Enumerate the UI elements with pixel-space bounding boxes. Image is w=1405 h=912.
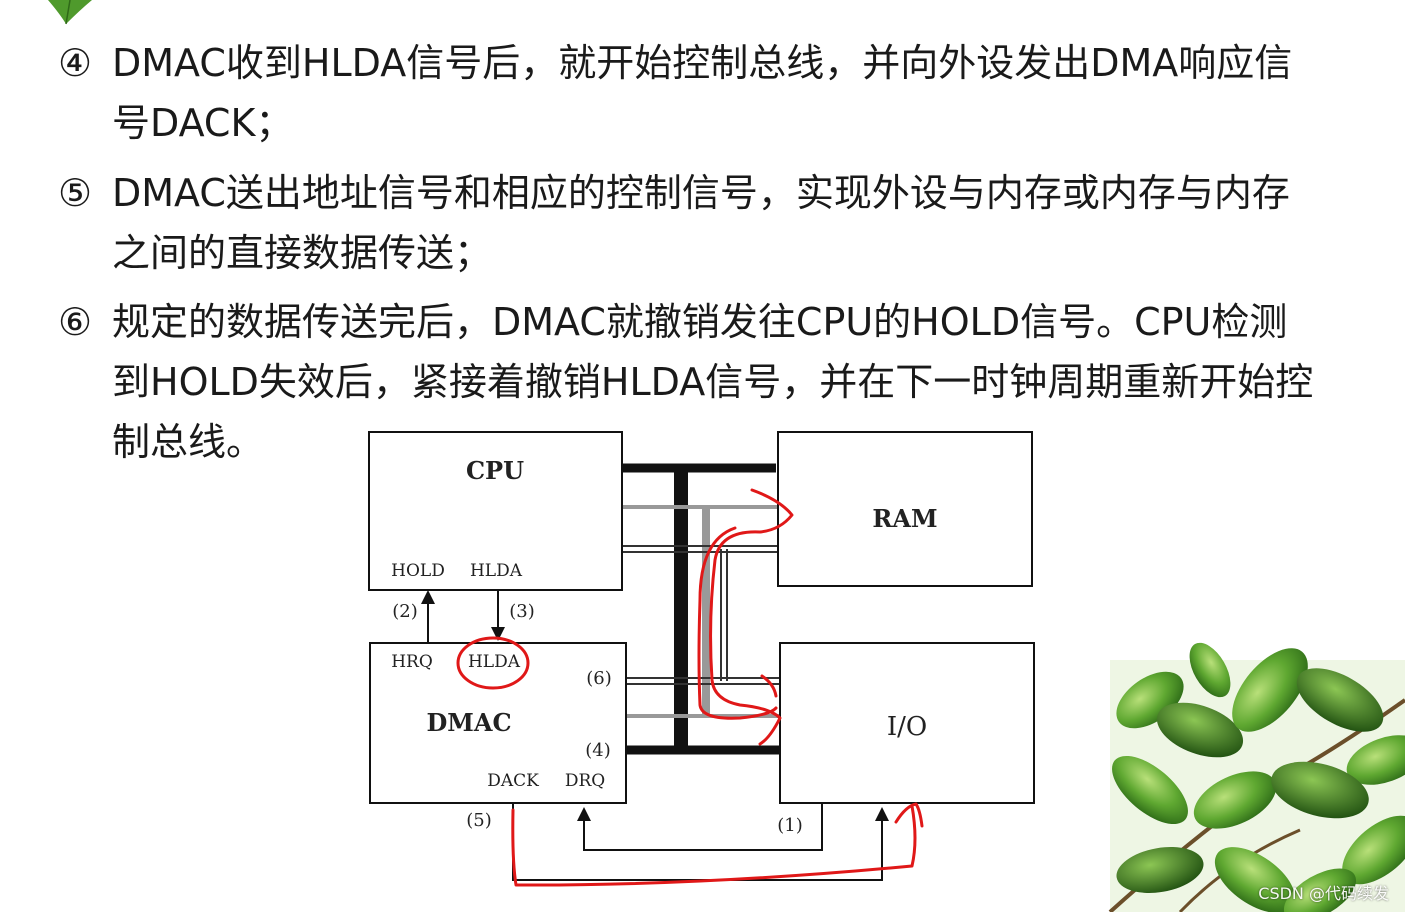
step-label-1: (1) <box>777 815 803 836</box>
watermark: CSDN @代码续发 <box>1258 884 1389 903</box>
step-number: ⑤ <box>58 171 93 215</box>
cpu-hold-label: HOLD <box>391 561 445 581</box>
red-annotations <box>456 488 924 887</box>
step-label-4: (4) <box>585 740 611 761</box>
step-label-3: (3) <box>509 601 535 622</box>
paragraph-line: ④ DMAC收到HLDA信号后，就开始控制总线，并向外设发出DMA响应信 <box>58 33 1388 93</box>
dmac-dack-label: DACK <box>487 771 539 791</box>
system-bus <box>622 463 780 755</box>
paragraph-line: ⑥ 规定的数据传送完后，DMAC就撤销发往CPU的HOLD信号。CPU检测 <box>58 292 1388 352</box>
data-path-arrow <box>709 488 794 746</box>
data-path-arrow-inner <box>697 526 778 720</box>
step-label-5: (5) <box>466 810 492 831</box>
dmac-block: HRQ HLDA DMAC DACK DRQ <box>369 642 627 804</box>
step-labels: (1) (2) (3) (4) (5) (6) <box>392 601 803 836</box>
step-number: ④ <box>58 41 93 85</box>
step-number: ⑥ <box>58 300 93 344</box>
paragraph-text: DMAC送出地址信号和相应的控制信号，实现外设与内存或内存与内存 <box>112 171 1290 215</box>
step-label-2: (2) <box>392 601 418 622</box>
dack-response-line <box>512 803 889 881</box>
paragraph-text: DMAC收到HLDA信号后，就开始控制总线，并向外设发出DMA响应信 <box>112 41 1293 85</box>
hold-hlda-signals <box>421 590 505 643</box>
dmac-drq-label: DRQ <box>565 771 605 791</box>
cpu-hlda-label: HLDA <box>470 561 523 581</box>
dmac-hlda-label: HLDA <box>468 652 521 672</box>
paragraph-step-4: ④ DMAC收到HLDA信号后，就开始控制总线，并向外设发出DMA响应信 号DAC… <box>58 33 1388 153</box>
paragraph-line: 之间的直接数据传送； <box>112 231 493 275</box>
dack-response-annotation <box>511 802 924 887</box>
paragraph-line: 到HOLD失效后，紧接着撤销HLDA信号，并在下一时钟周期重新开始控 <box>112 360 1314 404</box>
paragraph-line: 号DACK； <box>112 101 294 145</box>
paragraph-line: 制总线。 <box>112 420 265 464</box>
paragraph-text: 规定的数据传送完后，DMAC就撤销发往CPU的HOLD信号。CPU检测 <box>112 300 1288 344</box>
io-label: I/O <box>887 712 927 742</box>
hlda-highlight-circle <box>456 636 530 690</box>
paragraph-step-5: ⑤ DMAC送出地址信号和相应的控制信号，实现外设与内存或内存与内存 之间的直接数… <box>58 163 1388 283</box>
io-block: I/O <box>779 642 1035 804</box>
step-label-6: (6) <box>586 668 612 689</box>
ram-label: RAM <box>872 504 937 533</box>
dmac-label: DMAC <box>426 708 511 737</box>
paragraph-step-6: ⑥ 规定的数据传送完后，DMAC就撤销发往CPU的HOLD信号。CPU检测 到HO… <box>58 292 1388 472</box>
drq-request-line <box>577 803 823 851</box>
dmac-hrq-label: HRQ <box>391 652 433 672</box>
paragraph-line: ⑤ DMAC送出地址信号和相应的控制信号，实现外设与内存或内存与内存 <box>58 163 1388 223</box>
